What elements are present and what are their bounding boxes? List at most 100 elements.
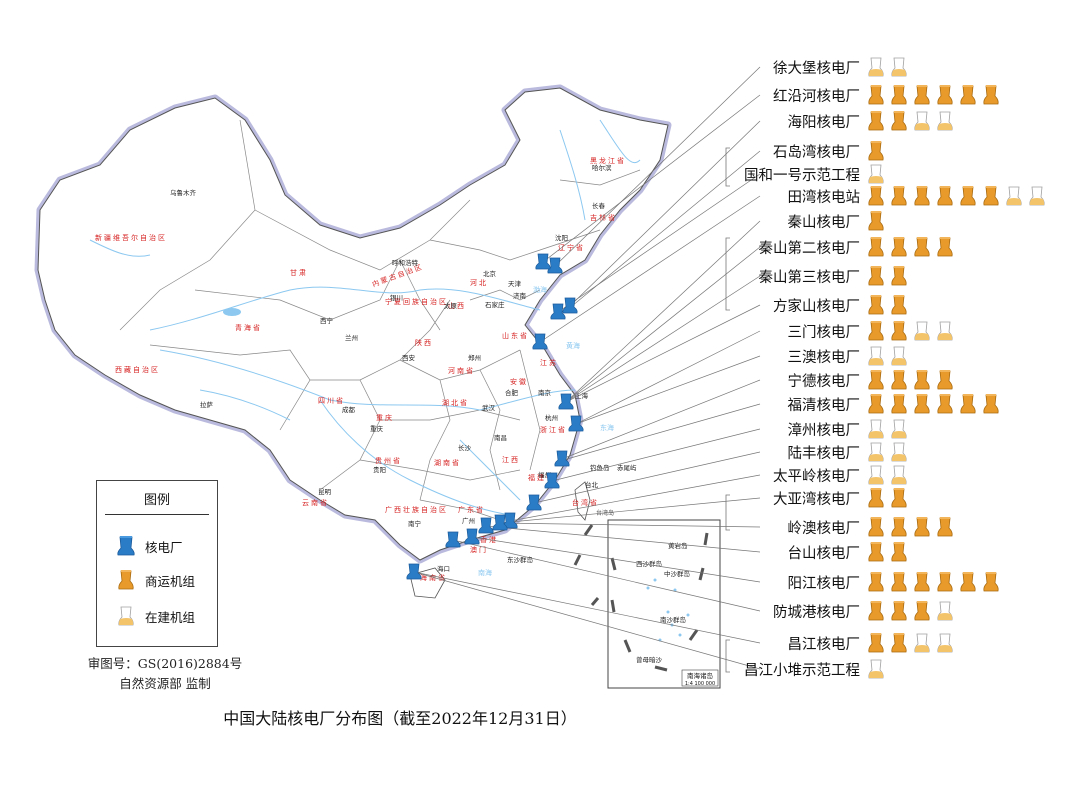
operating-unit-icon bbox=[868, 542, 884, 562]
province-label: 湖北省 bbox=[442, 398, 469, 407]
plant-row: 三门核电厂 bbox=[720, 320, 955, 342]
province-borders bbox=[119, 119, 641, 521]
operating-unit-icon bbox=[868, 266, 884, 286]
operating-unit-icon bbox=[937, 85, 953, 105]
city-label: 银川 bbox=[390, 293, 403, 302]
legend-item-operating: 商运机组 bbox=[117, 567, 195, 593]
operating-unit-icon bbox=[891, 394, 907, 414]
construction-unit-icon bbox=[891, 465, 907, 485]
plant-row: 漳州核电厂 bbox=[720, 418, 909, 440]
leader-line bbox=[571, 150, 761, 307]
province-label: 陕西 bbox=[415, 338, 433, 347]
city-label: 兰州 bbox=[345, 333, 358, 342]
plant-icon bbox=[464, 528, 480, 545]
plant-name: 台山核电厂 bbox=[787, 545, 861, 562]
plant-icon bbox=[406, 563, 422, 580]
construction-unit-icon bbox=[937, 601, 953, 621]
construction-unit-icon bbox=[937, 111, 953, 131]
operating-unit-icon bbox=[891, 186, 907, 206]
city-label: 台北 bbox=[585, 480, 599, 489]
operating-unit-icon bbox=[983, 186, 999, 206]
plant-row: 台山核电厂 bbox=[720, 541, 909, 563]
group-bracket bbox=[725, 147, 730, 187]
operating-unit-icon bbox=[868, 394, 884, 414]
city-label: 东沙群岛 bbox=[507, 555, 533, 564]
operating-unit-icon bbox=[868, 211, 884, 231]
city-label: 南昌 bbox=[494, 433, 507, 442]
leader-line bbox=[533, 451, 761, 504]
province-label: 新疆维吾尔自治区 bbox=[95, 233, 167, 242]
sea-label: 东海 bbox=[600, 423, 614, 432]
plant-units bbox=[866, 464, 909, 486]
plant-name: 三澳核电厂 bbox=[787, 349, 861, 366]
legend-item-construction: 在建机组 bbox=[117, 603, 195, 629]
construction-unit-icon bbox=[891, 419, 907, 439]
city-label: 武汉 bbox=[482, 403, 496, 412]
province-label: 江西 bbox=[502, 456, 520, 464]
operating-unit-icon bbox=[983, 394, 999, 414]
plant-row: 阳江核电厂 bbox=[720, 571, 1001, 593]
construction-unit-icon bbox=[868, 442, 884, 462]
operating-unit-icon bbox=[914, 572, 930, 592]
plant-row: 大亚湾核电厂 bbox=[720, 487, 909, 509]
operating-unit-icon bbox=[868, 186, 884, 206]
plant-units bbox=[866, 185, 1047, 207]
plant-name: 大亚湾核电厂 bbox=[773, 491, 860, 508]
province-label: 青海省 bbox=[235, 323, 262, 332]
plant-row: 陆丰核电厂 bbox=[720, 441, 909, 463]
operating-unit-icon bbox=[937, 572, 953, 592]
operating-unit-icon bbox=[914, 186, 930, 206]
leader-line bbox=[452, 539, 761, 612]
plant-name: 秦山第二核电厂 bbox=[758, 240, 861, 257]
operating-unit-icon bbox=[868, 488, 884, 508]
plant-row: 石岛湾核电厂 bbox=[720, 140, 886, 162]
group-bracket bbox=[725, 494, 730, 531]
construction-unit-icon bbox=[891, 442, 907, 462]
plant-markers bbox=[406, 253, 584, 580]
legend-divider bbox=[105, 514, 209, 515]
plant-name: 昌江核电厂 bbox=[787, 636, 861, 653]
leader-line bbox=[575, 355, 761, 425]
legend-title: 图例 bbox=[143, 493, 170, 508]
plant-units bbox=[866, 56, 909, 78]
city-label: 重庆 bbox=[370, 424, 384, 433]
plant-icon bbox=[492, 514, 508, 531]
plant-icon bbox=[478, 517, 494, 534]
operating-unit-icon bbox=[914, 370, 930, 390]
plant-row: 防城港核电厂 bbox=[720, 600, 955, 622]
construction-unit-icon bbox=[118, 606, 134, 626]
city-label: 南沙群岛 bbox=[660, 615, 686, 624]
city-label: 长春 bbox=[592, 201, 606, 210]
plant-name: 田湾核电站 bbox=[787, 189, 861, 206]
plant-row: 徐大堡核电厂 bbox=[720, 56, 909, 78]
city-label: 石家庄 bbox=[485, 300, 505, 309]
province-label: 辽宁省 bbox=[558, 243, 585, 252]
city-label: 南宁 bbox=[408, 519, 422, 528]
plant-icon bbox=[562, 297, 578, 314]
leader-line bbox=[509, 474, 761, 522]
leader-line bbox=[565, 246, 761, 403]
province-label: 西藏自治区 bbox=[115, 365, 160, 374]
plant-units bbox=[866, 163, 886, 185]
plant-units bbox=[866, 393, 1001, 415]
inset-scale: 1:4 100 000 bbox=[685, 681, 715, 687]
approval-number: 审图号：GS(2016)2884号 bbox=[87, 656, 243, 671]
city-label: 沈阳 bbox=[555, 233, 568, 242]
plant-units bbox=[866, 345, 909, 367]
plant-units bbox=[866, 600, 955, 622]
construction-unit-icon bbox=[1006, 186, 1022, 206]
plant-row: 太平岭核电厂 bbox=[720, 464, 909, 486]
construction-unit-icon bbox=[914, 321, 930, 341]
plant-name: 昌江小堆示范工程 bbox=[744, 662, 860, 679]
group-bracket bbox=[725, 639, 730, 673]
province-label: 重庆 bbox=[376, 413, 394, 422]
leader-line bbox=[557, 173, 761, 313]
operating-unit-icon bbox=[118, 570, 134, 590]
city-label: 南京 bbox=[538, 388, 552, 397]
operating-unit-icon bbox=[914, 85, 930, 105]
operating-unit-icon bbox=[891, 85, 907, 105]
plant-name: 阳江核电厂 bbox=[787, 575, 861, 592]
sea-label: 黄海 bbox=[566, 341, 580, 350]
plant-row: 海阳核电厂 bbox=[720, 110, 955, 132]
plant-units bbox=[866, 140, 886, 162]
